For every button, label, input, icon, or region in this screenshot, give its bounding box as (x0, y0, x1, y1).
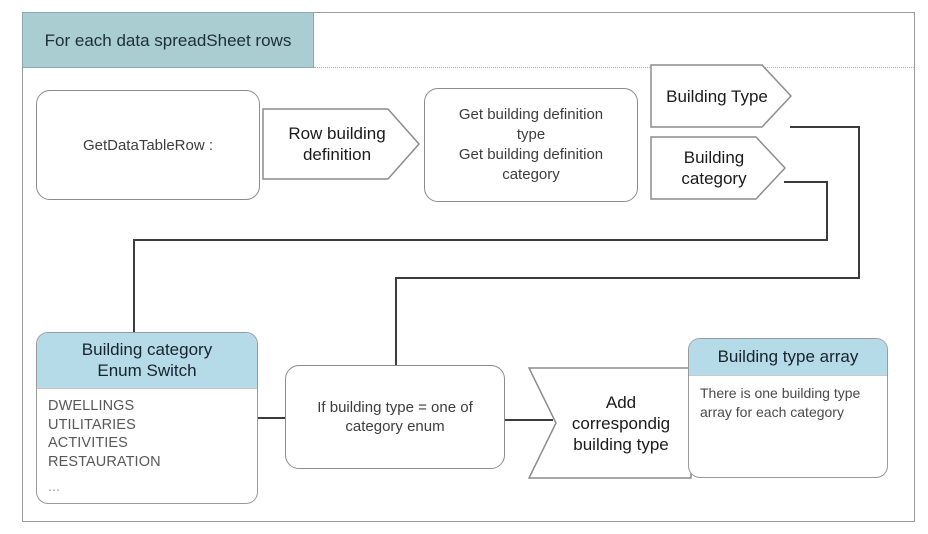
node-building-type-label: Building Type (666, 86, 768, 106)
node-get-data-table-row-label: GetDataTableRow : (82, 136, 214, 154)
enum-switch-header-line-1: Building category (81, 340, 213, 359)
node-row-building-definition-label: Row building definition (288, 124, 386, 164)
node-add-corresponding-building-type-label: Add correspondig building type (571, 392, 671, 454)
pentagon-shape-icon (262, 108, 420, 180)
node-row-building-definition[interactable]: Row building definition (262, 108, 420, 180)
node-get-building-definition-line-3: Get building definition (458, 146, 604, 163)
lane-divider (314, 67, 914, 68)
enum-item: UTILITARIES (48, 416, 136, 433)
node-building-category-enum-switch[interactable]: Building category Enum Switch DWELLINGS … (36, 332, 258, 504)
enum-item: DWELLINGS (48, 398, 135, 414)
node-building-type[interactable]: Building Type (650, 64, 792, 128)
node-get-building-definition-line-4: category (502, 166, 560, 183)
pentagon-shape-icon (650, 64, 792, 128)
enum-switch-header-line-2: Enum Switch (97, 361, 197, 380)
building-type-array-body: There is one building type array for eac… (700, 385, 861, 420)
node-get-building-definition[interactable]: Get building definition type Get buildin… (424, 88, 638, 202)
enum-switch-items: DWELLINGS UTILITARIES ACTIVITIES RESTAUR… (37, 389, 257, 502)
node-add-corresponding-building-type[interactable]: Add correspondig building type (528, 367, 692, 479)
enum-item: RESTAURATION (48, 453, 161, 470)
enum-item-ellipsis: ... (48, 478, 60, 494)
node-building-category-label: Building category (681, 148, 747, 188)
node-building-category[interactable]: Building category (650, 136, 786, 200)
enum-switch-header: Building category Enum Switch (37, 333, 257, 389)
node-if-building-type[interactable]: If building type = one of category enum (285, 365, 505, 469)
node-get-building-definition-line-2: type (516, 126, 546, 143)
node-if-building-type-label: If building type = one of category enum (317, 399, 473, 435)
building-type-array-header: Building type array (689, 339, 887, 376)
enum-item: ACTIVITIES (48, 435, 128, 451)
chevron-shape-icon (528, 367, 692, 479)
pentagon-shape-icon (650, 136, 786, 200)
node-building-type-array[interactable]: Building type array There is one buildin… (688, 338, 888, 478)
node-get-building-definition-line-1: Get building definition (458, 106, 604, 123)
page-title: For each data spreadSheet rows (22, 12, 314, 68)
node-get-data-table-row[interactable]: GetDataTableRow : (36, 90, 260, 200)
